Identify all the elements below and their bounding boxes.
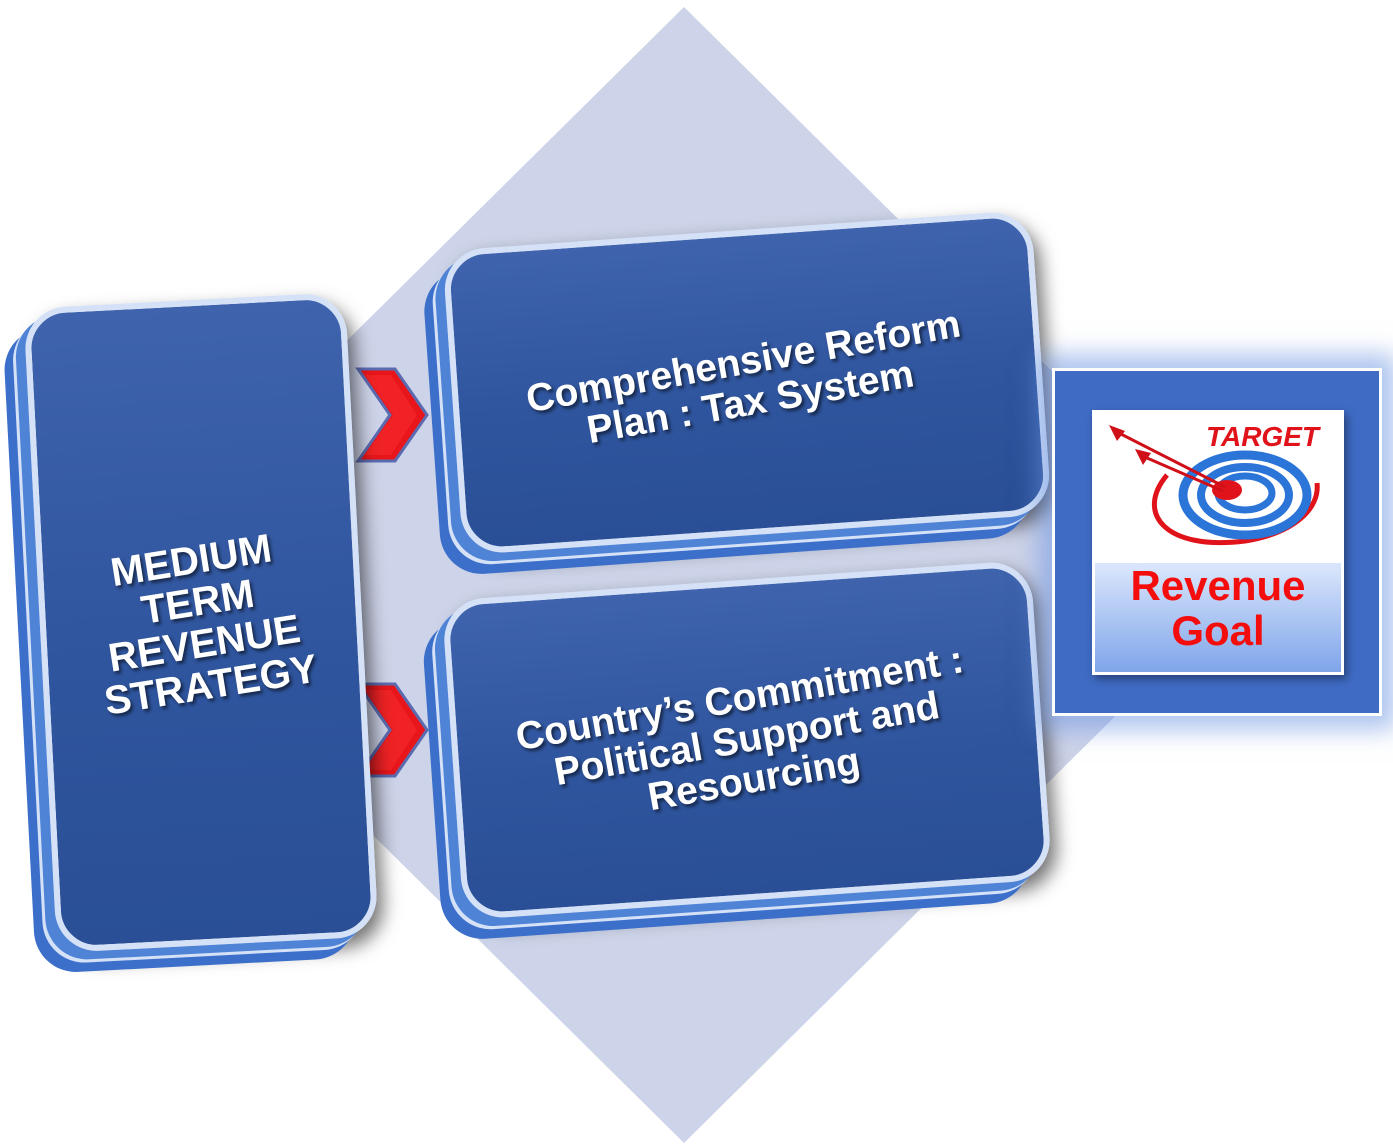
chevron-right-icon	[355, 367, 429, 463]
goal-line: Goal	[1171, 607, 1265, 655]
revenue-goal-card: TARGET Revenue Goal	[1092, 410, 1344, 675]
goal-line: Revenue	[1130, 562, 1306, 609]
target-icon	[1095, 413, 1341, 563]
chevron-right-icon	[355, 682, 429, 778]
strategy-box: MEDIUM TERM REVENUE STRATEGY	[23, 292, 379, 953]
commitment-text: Country’s Commitment : Political Support…	[452, 629, 1043, 850]
reform-plan-box: Comprehensive Reform Plan : Tax System	[442, 209, 1052, 556]
commitment-box: Country’s Commitment : Political Support…	[441, 559, 1053, 921]
revenue-goal-text: Revenue Goal	[1095, 563, 1341, 654]
strategy-text: MEDIUM TERM REVENUE STRATEGY	[35, 515, 367, 729]
reform-plan-text: Comprehensive Reform Plan : Tax System	[455, 292, 1038, 473]
target-label: TARGET	[1205, 421, 1319, 452]
